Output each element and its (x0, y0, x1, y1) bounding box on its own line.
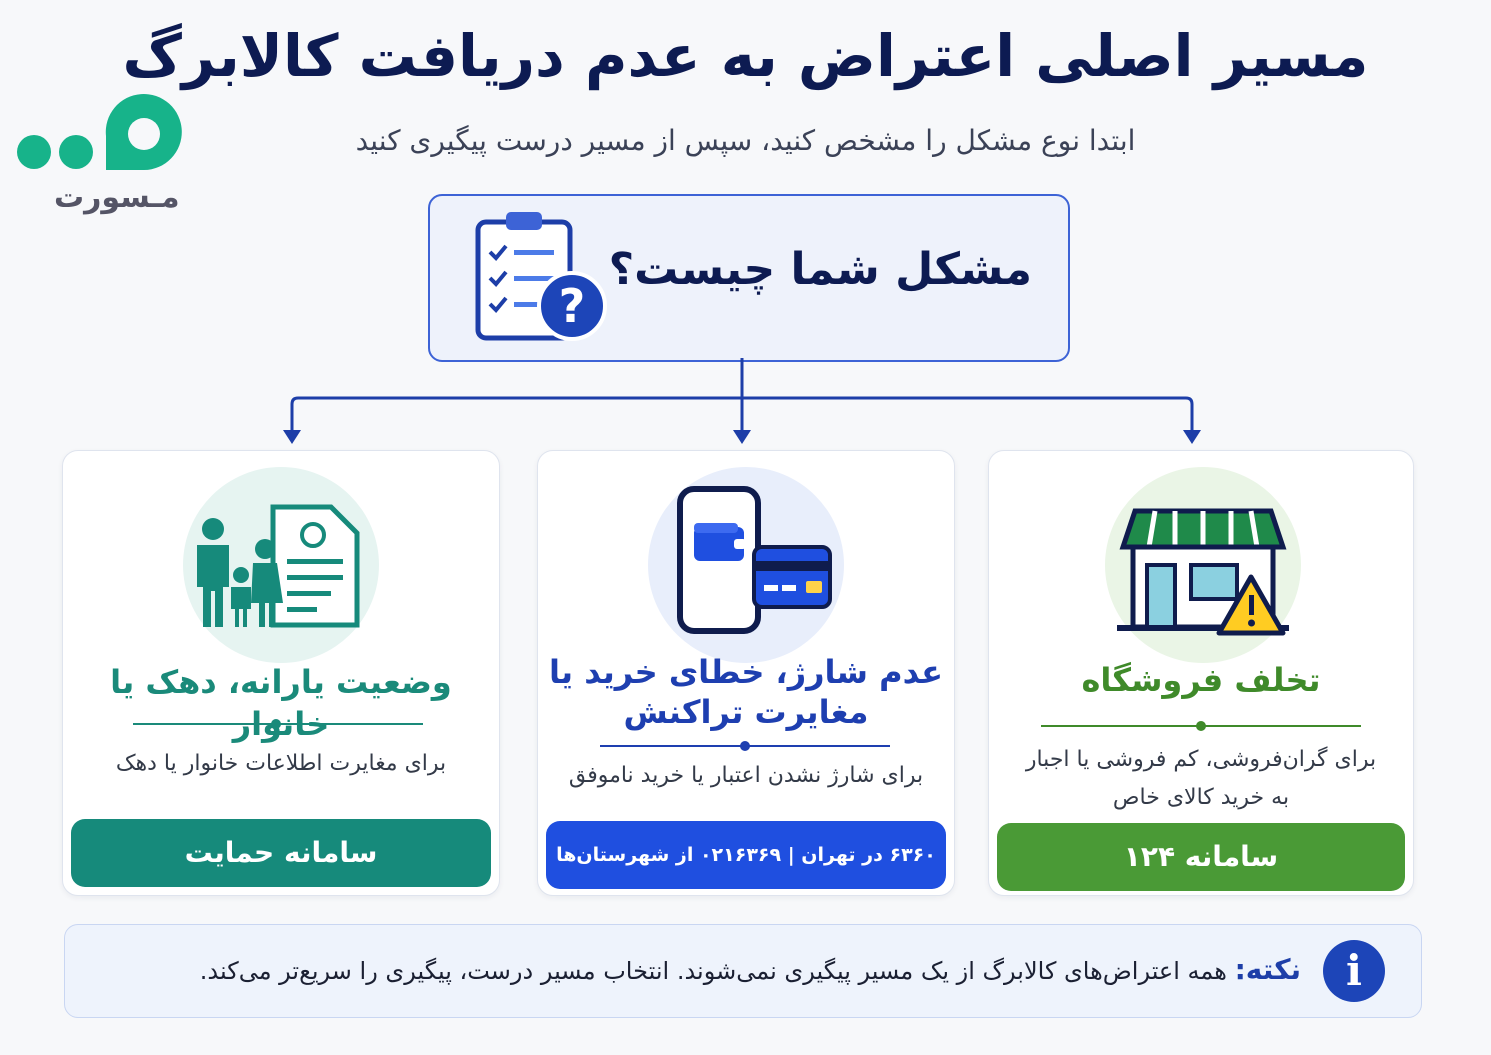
note-text: همه اعتراض‌های کالابرگ از یک مسیر پیگیری… (199, 957, 1227, 985)
card-store-divider-dot (1196, 721, 1206, 731)
logo-mark-icon (17, 94, 182, 170)
clipboard-question-icon: ? (475, 212, 607, 341)
note-text-wrapper: نکته: همه اعتراض‌های کالابرگ از یک مسیر … (200, 953, 1301, 986)
note-label: نکته: (1234, 953, 1301, 986)
card-transaction-button[interactable]: ۶۳۶۰ در تهران | ۰۲۱۶۳۶۹ از شهرستان‌ها (546, 821, 946, 889)
card-store-description-line2: به خرید کالای خاص (1112, 785, 1290, 810)
card-subsidy-description: برای مغایرت اطلاعات خانوار یا دهک (115, 751, 447, 776)
svg-text:?: ? (559, 279, 586, 333)
page-subtitle: ابتدا نوع مشکل را مشخص کنید، سپس از مسیر… (355, 124, 1136, 157)
card-transaction: عدم شارژ، خطای خرید یا مغایرت تراکنش برا… (537, 450, 955, 896)
card-transaction-divider-dot (740, 741, 750, 751)
card-transaction-title-line1: عدم شارژ، خطای خرید یا (549, 653, 943, 691)
note-box: i نکته: همه اعتراض‌های کالابرگ از یک مسی… (64, 924, 1422, 1018)
card-subsidy-button[interactable]: سامانه حمایت (71, 819, 491, 887)
card-transaction-title-line2: مغایرت تراکنش (623, 693, 869, 731)
card-store-button[interactable]: سامانه ۱۲۴ (997, 823, 1405, 891)
card-store-description-line1: برای گران‌فروشی، کم فروشی یا اجبار (1025, 747, 1377, 772)
card-subsidy-title: وضعیت یارانه، دهک یا خانوار (110, 663, 452, 743)
logo: مـسورت (14, 92, 194, 222)
question-text: مشکل شما چیست؟ (608, 244, 1032, 295)
question-box: ? مشکل شما چیست؟ (428, 194, 1070, 362)
card-subsidy-divider-dot (271, 719, 281, 729)
phone-wallet-card-icon (677, 486, 832, 634)
family-document-icon (197, 504, 360, 628)
logo-text: مـسورت (54, 180, 180, 215)
card-store: تخلف فروشگاه برای گران‌فروشی، کم فروشی ی… (988, 450, 1414, 896)
card-store-title: تخلف فروشگاه (1081, 661, 1321, 699)
page-title: مسیر اصلی اعتراض به عدم دریافت کالابرگ (122, 22, 1369, 90)
card-transaction-description: برای شارژ نشدن اعتبار یا خرید ناموفق (568, 763, 924, 788)
info-icon: i (1323, 940, 1385, 1002)
card-subsidy: وضعیت یارانه، دهک یا خانوار برای مغایرت … (62, 450, 500, 896)
store-warning-icon (1117, 508, 1289, 636)
